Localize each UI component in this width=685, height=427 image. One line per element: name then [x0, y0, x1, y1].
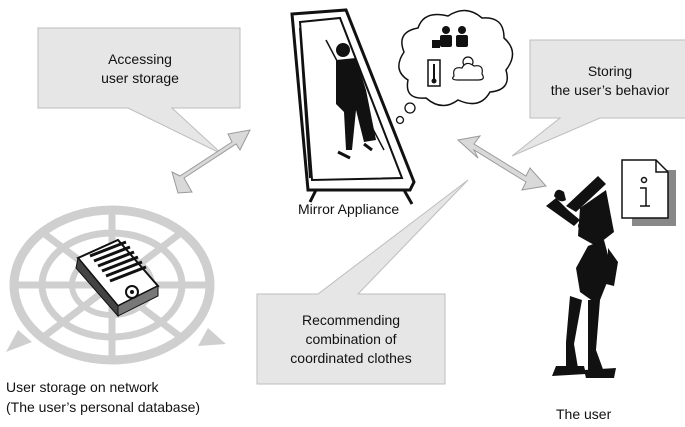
callout-storing — [511, 39, 685, 157]
thought-bubble-icon — [395, 9, 514, 125]
storage-label-line2: (The user’s personal database) — [6, 399, 201, 415]
callout-recommending-line1: Recommending — [301, 312, 401, 328]
arrow-storage-mirror — [171, 129, 251, 194]
user-label: The user — [556, 406, 612, 422]
callout-recommending-line2: combination of — [305, 331, 397, 347]
callout-storing-line1: Storing — [587, 63, 633, 79]
arrow-mirror-user — [456, 135, 547, 191]
callout-recommending — [256, 179, 469, 385]
mirror-appliance-label: Mirror Appliance — [298, 201, 400, 217]
callout-storing-line2: the user’s behavior — [550, 82, 670, 98]
callout-recommending-text: Recommending combination of coordinated … — [262, 311, 440, 368]
callout-accessing — [37, 27, 241, 155]
info-document-icon — [621, 159, 676, 226]
callout-accessing-line1: Accessing — [108, 51, 172, 67]
storage-label-line1: User storage on network — [6, 379, 159, 395]
callout-recommending-line3: coordinated clothes — [290, 350, 412, 366]
network-storage-icon — [6, 205, 226, 365]
callout-storing-text: Storing the user’s behavior — [540, 62, 680, 100]
callout-accessing-text: Accessing user storage — [70, 50, 210, 88]
user-silhouette-icon — [546, 176, 618, 378]
mirror-icon — [290, 8, 416, 205]
callout-accessing-line2: user storage — [101, 70, 179, 86]
